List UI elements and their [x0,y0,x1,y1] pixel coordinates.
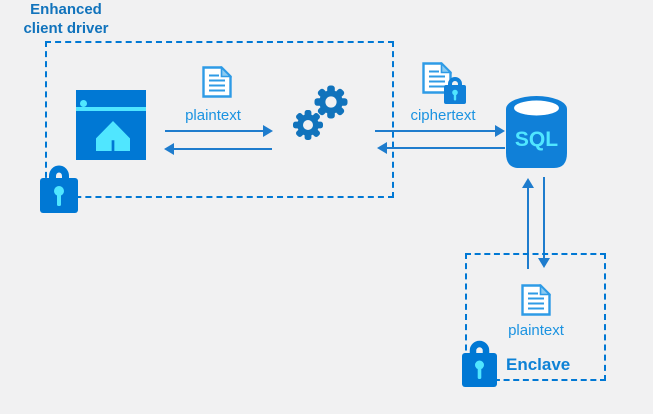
arrow-sql-to-enclave-head [538,258,550,268]
enhanced-client-driver-label: Enhanced client driver [0,0,132,38]
arrow-driver-to-sql-head [495,125,505,137]
arrow-app-to-driver-line [165,130,263,132]
arrow-sql-to-enclave-line [543,177,545,259]
arrow-driver-to-sql-line [375,130,495,132]
ciphertext-label: ciphertext [410,107,476,124]
client-app-window-icon [76,90,146,160]
driver-label-line1: Enhanced [30,1,102,18]
driver-label-line2: client driver [23,20,109,37]
enclave-plaintext-document-icon [521,284,551,316]
enclave-boundary-box [465,253,606,381]
arrow-driver-to-app-line [174,148,272,150]
arrow-driver-to-app-head [164,143,174,155]
arrow-enclave-to-sql-line [527,187,529,269]
plaintext-document-icon [202,66,232,98]
plaintext-label-enclave: plaintext [508,322,564,339]
home-icon [96,121,130,151]
app-titlebar-dot [80,100,87,107]
sql-database-icon: SQL [506,96,567,168]
gears-icon [293,85,348,140]
ciphertext-lock-icon [444,77,466,104]
client-lock-icon [40,165,78,213]
enclave-lock-icon [462,340,497,387]
arrow-sql-to-driver-head [377,142,387,154]
arrow-enclave-to-sql-head [522,178,534,188]
enclave-label: Enclave [506,355,571,374]
arrow-app-to-driver-head [263,125,273,137]
plaintext-label-client: plaintext [185,107,241,124]
arrow-sql-to-driver-line [387,147,505,149]
ciphertext-document-icon [422,62,452,94]
sql-label: SQL [515,128,558,151]
app-titlebar-line [76,107,146,111]
client-trust-boundary-box [45,41,394,198]
